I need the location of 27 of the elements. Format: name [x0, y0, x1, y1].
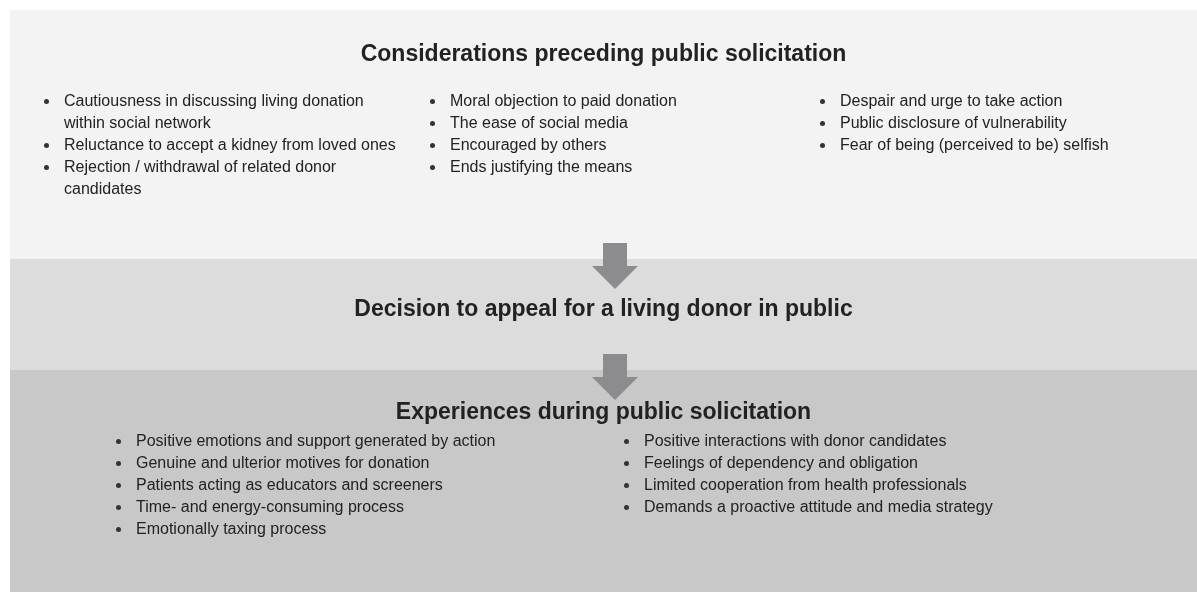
band-title: Decision to appeal for a living donor in public [353, 294, 854, 323]
band-title: Considerations preceding public solicitation [359, 39, 848, 68]
block-arrow [592, 354, 638, 400]
bullet-item: Emotionally taxing process [108, 518, 588, 540]
band-title: Experiences during public solicitation [394, 397, 813, 426]
bullet-item: Positive interactions with donor candidates [616, 430, 1096, 452]
bullet-item: The ease of social media [422, 112, 792, 134]
bullet-item: Ends justifying the means [422, 156, 792, 178]
bullet-item: Despair and urge to take action [812, 90, 1192, 112]
stage-band [10, 10, 1197, 259]
bullet-item: Moral objection to paid donation [422, 90, 792, 112]
bullet-item: Demands a proactive attitude and media strategy [616, 496, 1096, 518]
bullet-item: Reluctance to accept a kidney from loved ones [36, 134, 408, 156]
bullet-item: Limited cooperation from health professionals [616, 474, 1096, 496]
block-arrow [592, 243, 638, 289]
bullet-item: Time- and energy-consuming process [108, 496, 588, 518]
bullet-item: Encouraged by others [422, 134, 792, 156]
bullet-item: Cautiousness in discussing living donation within social network [36, 90, 408, 134]
stage-band [10, 370, 1197, 592]
bullet-item: Patients acting as educators and screeners [108, 474, 588, 496]
bullet-item: Rejection / withdrawal of related donor candidates [36, 156, 408, 200]
bullet-item: Public disclosure of vulnerability [812, 112, 1192, 134]
bullet-item: Fear of being (perceived to be) selfish [812, 134, 1192, 156]
stage-band [10, 259, 1197, 370]
bullet-item: Genuine and ulterior motives for donation [108, 452, 588, 474]
bullet-item: Feelings of dependency and obligation [616, 452, 1096, 474]
bullet-item: Positive emotions and support generated by action [108, 430, 588, 452]
